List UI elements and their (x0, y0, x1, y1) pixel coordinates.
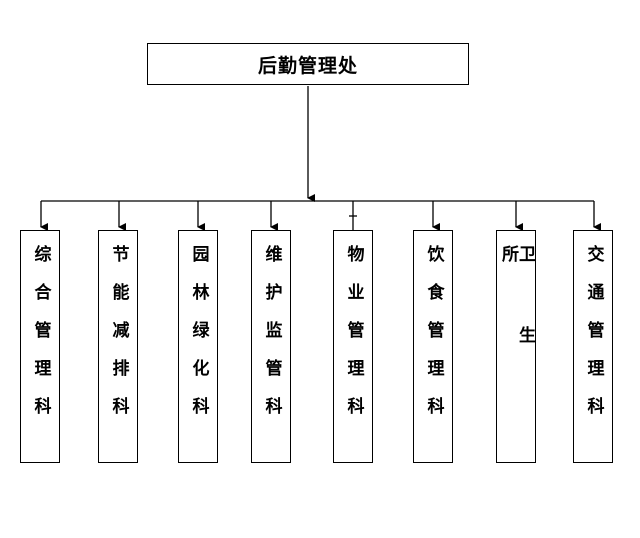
dept-label: 园林绿化科 (188, 245, 209, 435)
dept-box-clinic: 卫生所 (496, 230, 536, 463)
dept-box-energy-saving: 节能减排科 (98, 230, 138, 463)
dept-label: 卫生所 (498, 245, 535, 407)
dept-box-general-management: 综合管理科 (20, 230, 60, 463)
dept-label: 综合管理科 (30, 245, 51, 435)
dept-label: 维护监管科 (261, 245, 282, 435)
dept-label: 饮食管理科 (423, 245, 444, 435)
dept-label: 交通管理科 (583, 245, 604, 435)
dept-box-catering-management: 饮食管理科 (413, 230, 453, 463)
dept-box-landscaping: 园林绿化科 (178, 230, 218, 463)
dept-box-property-management: 物业管理科 (333, 230, 373, 463)
top-node-label: 后勤管理处 (257, 54, 358, 77)
dept-label: 节能减排科 (108, 245, 129, 435)
dept-box-maintenance-supervision: 维护监管科 (251, 230, 291, 463)
dept-label: 物业管理科 (343, 245, 364, 435)
dept-box-transport-management: 交通管理科 (573, 230, 613, 463)
top-node-box: 后勤管理处 (147, 43, 469, 85)
